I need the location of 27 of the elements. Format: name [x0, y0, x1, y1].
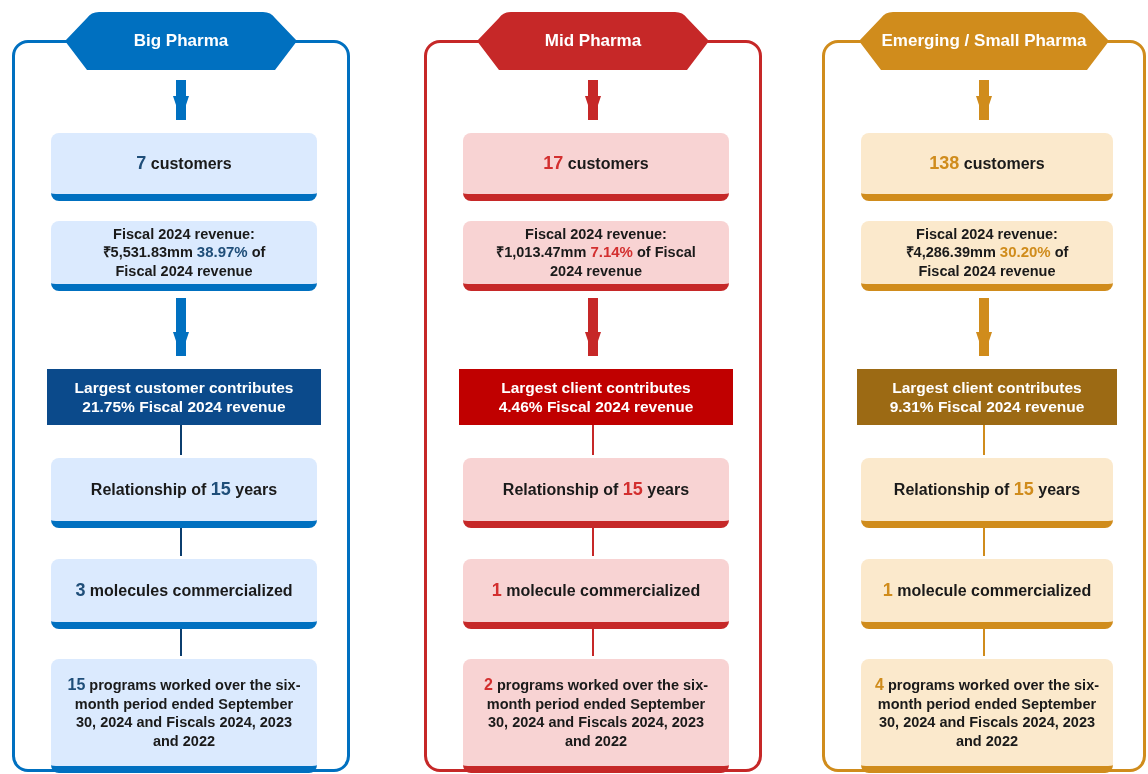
down-arrow: [976, 80, 992, 120]
down-arrow: [585, 80, 601, 120]
info-box: Fiscal 2024 revenue: ₹5,531.83mm 38.97% of Fiscal 2024 revenue: [51, 221, 317, 291]
info-box: 17 customers: [463, 133, 729, 201]
highlight-box: Largest client contributes 9.31% Fiscal 2024 revenue: [857, 369, 1117, 425]
highlight-box: Largest client contributes 4.46% Fiscal 2024 revenue: [459, 369, 733, 425]
info-box: 2 programs worked over the six-month period ended September 30, 2024 and Fiscals 2024, 2023 and 2022: [463, 659, 729, 773]
info-box: 7 customers: [51, 133, 317, 201]
info-box: Relationship of 15 years: [861, 458, 1113, 528]
down-arrow: [173, 80, 189, 120]
info-box: 4 programs worked over the six-month period ended September 30, 2024 and Fiscals 2024, 2023 and 2022: [861, 659, 1113, 773]
down-arrow: [976, 298, 992, 356]
info-box: Fiscal 2024 revenue: ₹1,013.47mm 7.14% of Fiscal 2024 revenue: [463, 221, 729, 291]
info-box: 15 programs worked over the six-month period ended September 30, 2024 and Fiscals 2024, 2023 and 2022: [51, 659, 317, 773]
down-arrow: [173, 298, 189, 356]
info-box: Relationship of 15 years: [51, 458, 317, 528]
down-arrow: [585, 298, 601, 356]
info-box: 1 molecule commercialized: [861, 559, 1113, 629]
highlight-box: Largest customer contributes 21.75% Fiscal 2024 revenue: [47, 369, 321, 425]
info-box: Fiscal 2024 revenue: ₹4,286.39mm 30.20% of Fiscal 2024 revenue: [861, 221, 1113, 291]
info-box: 138 customers: [861, 133, 1113, 201]
header-banner: Mid Pharma: [477, 12, 709, 70]
info-box: 1 molecule commercialized: [463, 559, 729, 629]
header-banner: Emerging / Small Pharma: [859, 12, 1109, 70]
header-banner: Big Pharma: [65, 12, 297, 70]
info-box: 3 molecules commercialized: [51, 559, 317, 629]
info-box: Relationship of 15 years: [463, 458, 729, 528]
